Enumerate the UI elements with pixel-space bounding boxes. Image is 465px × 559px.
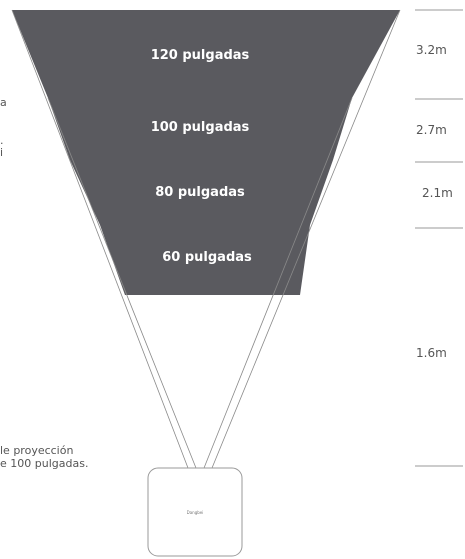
distance-label-1-6m: 1.6m <box>416 346 447 360</box>
distance-label-3-2m: 3.2m <box>416 43 447 57</box>
distance-label-2-1m: 2.1m <box>422 186 453 200</box>
projection-ray-left-inner <box>47 97 197 469</box>
left-text-fragment-2: . <box>0 134 4 147</box>
screen-label-60: 60 pulgadas <box>162 250 252 265</box>
projection-ray-right-outer <box>211 9 401 469</box>
projection-ray-right-inner <box>203 97 353 469</box>
screen-label-80: 80 pulgadas <box>155 185 245 200</box>
bottom-text-line-2: e 100 pulgadas. <box>0 457 88 470</box>
bottom-text-line-1: le proyección <box>0 444 73 457</box>
screen-label-120: 120 pulgadas <box>151 48 250 63</box>
distance-label-2-7m: 2.7m <box>416 123 447 137</box>
screen-label-100: 100 pulgadas <box>151 120 250 135</box>
left-text-fragment-1: a <box>0 96 7 109</box>
left-text-fragment-3: i <box>0 146 3 159</box>
screen-band-80 <box>70 160 333 225</box>
projector-brand-logo: Dangbei <box>187 510 204 515</box>
projector-device <box>147 467 243 557</box>
screen-band-120 <box>12 10 400 98</box>
projection-ray-left-outer <box>11 9 189 469</box>
screen-band-100 <box>48 98 352 160</box>
screen-band-60 <box>100 225 310 295</box>
